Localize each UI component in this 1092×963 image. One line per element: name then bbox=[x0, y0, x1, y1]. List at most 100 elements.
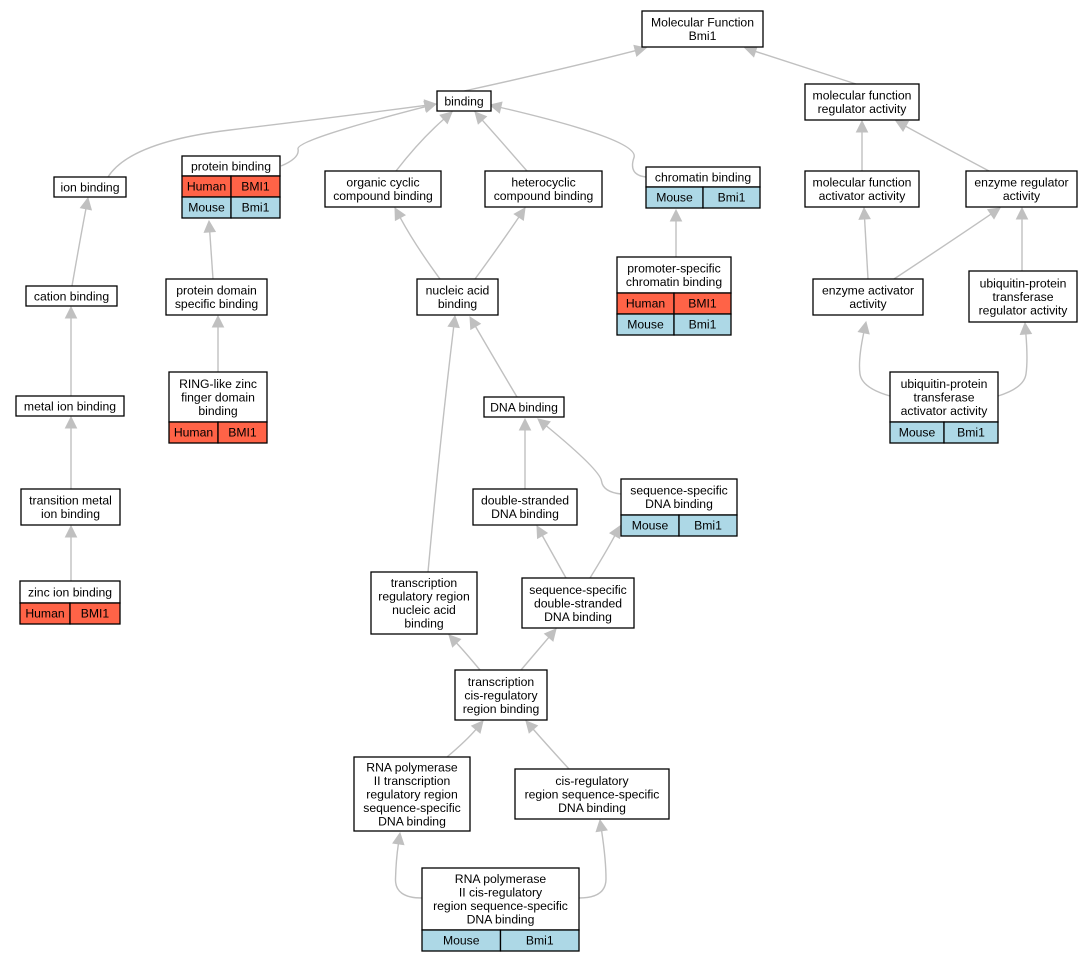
gene-label: Bmi1 bbox=[718, 191, 746, 205]
node-label-line: transition metal bbox=[29, 494, 112, 508]
gene-label: Bmi1 bbox=[957, 426, 985, 440]
node-box bbox=[968, 270, 1078, 323]
node-label-line: double-stranded bbox=[534, 596, 622, 610]
arrowhead-icon bbox=[543, 628, 557, 642]
node-ion_binding[interactable]: ion binding bbox=[53, 176, 127, 198]
arrowhead-icon bbox=[858, 206, 871, 220]
node-label-line: binding bbox=[438, 297, 477, 311]
edge-ds_dna-to-dna_binding bbox=[518, 417, 532, 489]
edge-cis_reg-to-tr_cis bbox=[525, 720, 570, 770]
edge-promoter_chromatin-to-chromatin_binding bbox=[669, 208, 683, 258]
edge-line bbox=[500, 106, 647, 178]
node-label-line: enzyme activator bbox=[822, 284, 914, 298]
node-label-line: regulatory region bbox=[378, 590, 469, 604]
arrowhead-icon bbox=[537, 418, 551, 432]
node-dna_binding[interactable]: DNA binding bbox=[483, 396, 565, 418]
node-box bbox=[812, 278, 924, 316]
node-box bbox=[616, 256, 732, 294]
node-label-line: cation binding bbox=[34, 289, 109, 303]
edge-transition_metal-to-metal_ion bbox=[64, 415, 78, 489]
node-box bbox=[484, 170, 603, 208]
node-label-line: activator activity bbox=[901, 404, 989, 418]
annotation-row-mouse: Mouse Bmi1 bbox=[616, 313, 732, 336]
species-label: Mouse bbox=[188, 201, 225, 215]
node-label-line: compound binding bbox=[494, 189, 594, 203]
edge-line bbox=[209, 231, 214, 280]
node-label-line: RING-like zinc bbox=[179, 377, 257, 391]
arrowhead-icon bbox=[79, 196, 93, 211]
node-label-line: sequence-specific bbox=[630, 484, 728, 498]
edge-seq_ds_dna-to-ds_dna bbox=[536, 525, 567, 579]
node-box bbox=[641, 10, 764, 48]
node-label-line: II cis-regulatory bbox=[459, 886, 543, 900]
node-box bbox=[15, 395, 125, 417]
node-label-line: nucleic acid bbox=[392, 603, 456, 617]
edge-line bbox=[997, 333, 1028, 397]
node-label-line: binding bbox=[198, 404, 237, 418]
edge-line bbox=[541, 535, 567, 579]
gene-label: Bmi1 bbox=[689, 318, 717, 332]
edge-chromatin_binding-to-binding bbox=[488, 101, 647, 178]
node-label-line: chromatin binding bbox=[626, 275, 722, 289]
gene-label: BMI1 bbox=[688, 297, 717, 311]
node-metal_ion[interactable]: metal ion binding bbox=[15, 395, 125, 417]
edge-seq_dna-to-dna_binding bbox=[537, 418, 622, 495]
species-label: Human bbox=[187, 180, 226, 194]
edge-line bbox=[858, 332, 891, 397]
node-box bbox=[454, 669, 548, 721]
species-label: Mouse bbox=[443, 934, 480, 948]
edge-rnap2_tr-to-tr_cis bbox=[446, 720, 484, 758]
node-label-line: double-stranded bbox=[481, 494, 569, 508]
edge-rnap2_cis-to-rnap2_tr bbox=[392, 831, 423, 899]
node-box bbox=[889, 371, 999, 423]
node-binding[interactable]: binding bbox=[436, 90, 492, 112]
node-cation_binding[interactable]: cation binding bbox=[25, 285, 118, 307]
edge-enzyme_activator-to-enzyme_regulator bbox=[893, 207, 1001, 280]
node-label-line: region sequence-specific bbox=[433, 899, 568, 913]
arrowhead-icon bbox=[203, 219, 217, 233]
node-label-line: Molecular Function bbox=[651, 16, 754, 30]
edge-ubiq_activator-to-enzyme_activator bbox=[857, 320, 891, 397]
edge-line bbox=[395, 118, 445, 172]
edge-tr_cis-to-seq_ds_dna bbox=[520, 628, 557, 671]
node-label-line: compound binding bbox=[333, 189, 433, 203]
edge-ubiq_activator-to-ubiq_regulator bbox=[997, 321, 1033, 397]
node-label-line: activity bbox=[1003, 189, 1041, 203]
species-label: Mouse bbox=[627, 318, 664, 332]
edge-line bbox=[446, 728, 477, 758]
gene-cell bbox=[702, 186, 761, 209]
node-label-line: cis-regulatory bbox=[464, 688, 538, 702]
edge-mf_activator-to-mf_regulator bbox=[855, 119, 869, 171]
edge-line bbox=[427, 326, 455, 573]
edge-tr_region_na-to-nucleic_acid bbox=[427, 314, 460, 573]
